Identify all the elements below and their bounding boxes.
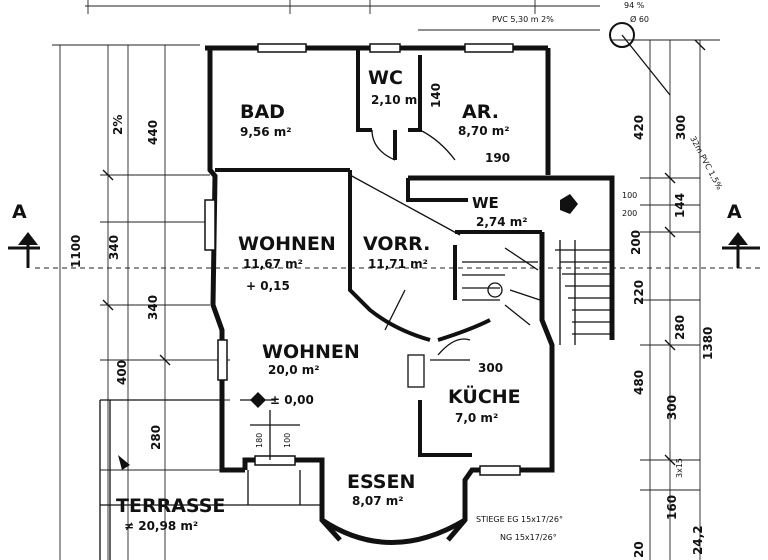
dim-right-mid-5: 24,2 [691,525,705,555]
section-line [8,232,760,269]
stair-note-eg: STIEGE EG 15x17/26° [476,515,563,524]
door-swings [349,129,578,388]
room-vorr-area: 11,71 m² [368,257,428,271]
dim-right-inner-6: 20 [632,541,646,558]
staircase [462,240,612,345]
stair-note-og: NG 15x17/26° [500,533,557,542]
room-terrasse-area: ≠ 20,98 m² [124,519,198,533]
dim-right-mid-2: 144 [673,193,687,218]
room-wohnen-main-name: WOHNEN [262,341,360,363]
dim-room-inner-5: 300 [478,361,503,375]
section-mark-right: A [727,201,742,223]
annotation-circle-pct: 94 % [624,1,645,10]
room-wohnen-upper-name: WOHNEN [238,233,336,255]
interior-walls [215,48,542,457]
room-we-name: WE [472,194,499,212]
room-wohnen-main-area: 20,0 m² [268,363,320,377]
room-wc-area: 2,10 m² [371,93,423,107]
dim-left-inner-2: 340 [107,235,121,260]
dim-room-inner-2: 190 [485,151,510,165]
dim-left-mid-1: 2% [111,115,125,135]
terrace [99,392,322,560]
room-wohnen-upper-extra: + 0,15 [246,279,290,293]
dim-room-inner-6: 3x15 [675,458,684,478]
right-dimension-chains [610,39,720,560]
room-kueche-name: KÜCHE [448,384,521,408]
dim-right-mid-1: 300 [674,115,688,140]
room-bad-name: BAD [240,101,285,123]
room-bad-area: 9,56 m² [240,125,292,139]
dim-right-inner-4: 300 [665,395,679,420]
room-essen-name: ESSEN [347,471,415,493]
dim-left-mid-3: 280 [149,425,163,450]
left-dimension-chains [52,44,230,560]
dim-right-mid-3: 200 [629,230,643,255]
dim-right-inner-5: 160 [665,495,679,520]
annotation-pvc-top: PVC 5,30 m 2% [492,15,554,24]
dim-right-outer: 1380 [701,327,715,360]
dim-left-mid-2: 340 [146,295,160,320]
room-we-area: 2,74 m² [476,215,528,229]
annotation-circle-dia: Ø 60 [630,14,649,24]
dim-right-mid-4: 280 [673,315,687,340]
room-kueche-area: 7,0 m² [455,411,498,425]
top-dimension-line [85,0,600,14]
room-terrasse-name: TERRASSE [116,495,225,517]
room-vorr-name: VORR. [363,233,430,255]
windows [204,43,521,476]
level-mark: ± 0,00 [270,393,314,407]
dim-left-outer: 1100 [69,235,83,268]
room-essen-area: 8,07 m² [352,494,404,508]
room-ar-name: AR. [462,101,499,123]
dim-room-inner-4: 200 [622,209,637,218]
room-wohnen-upper-area: 11,67 m² [243,257,303,271]
dim-room-inner-1: 140 [429,83,443,108]
drain-circle [609,22,635,48]
dim-left-inner-1: 440 [146,120,160,145]
dim-right-inner-1: 420 [632,115,646,140]
dim-right-inner-2: 220 [632,280,646,305]
dim-right-inner-3: 480 [632,370,646,395]
section-mark-left: A [12,201,27,223]
room-wc-name: WC [368,67,403,89]
dim-terrace-1: 180 [255,433,264,448]
annotation-pvc-side: 32m PVC 1,5% [688,135,724,192]
dim-terrace-2: 100 [283,433,292,448]
dim-room-inner-3: 100 [622,191,637,200]
dim-left-inner-3: 400 [115,360,129,385]
room-ar-area: 8,70 m² [458,124,510,138]
